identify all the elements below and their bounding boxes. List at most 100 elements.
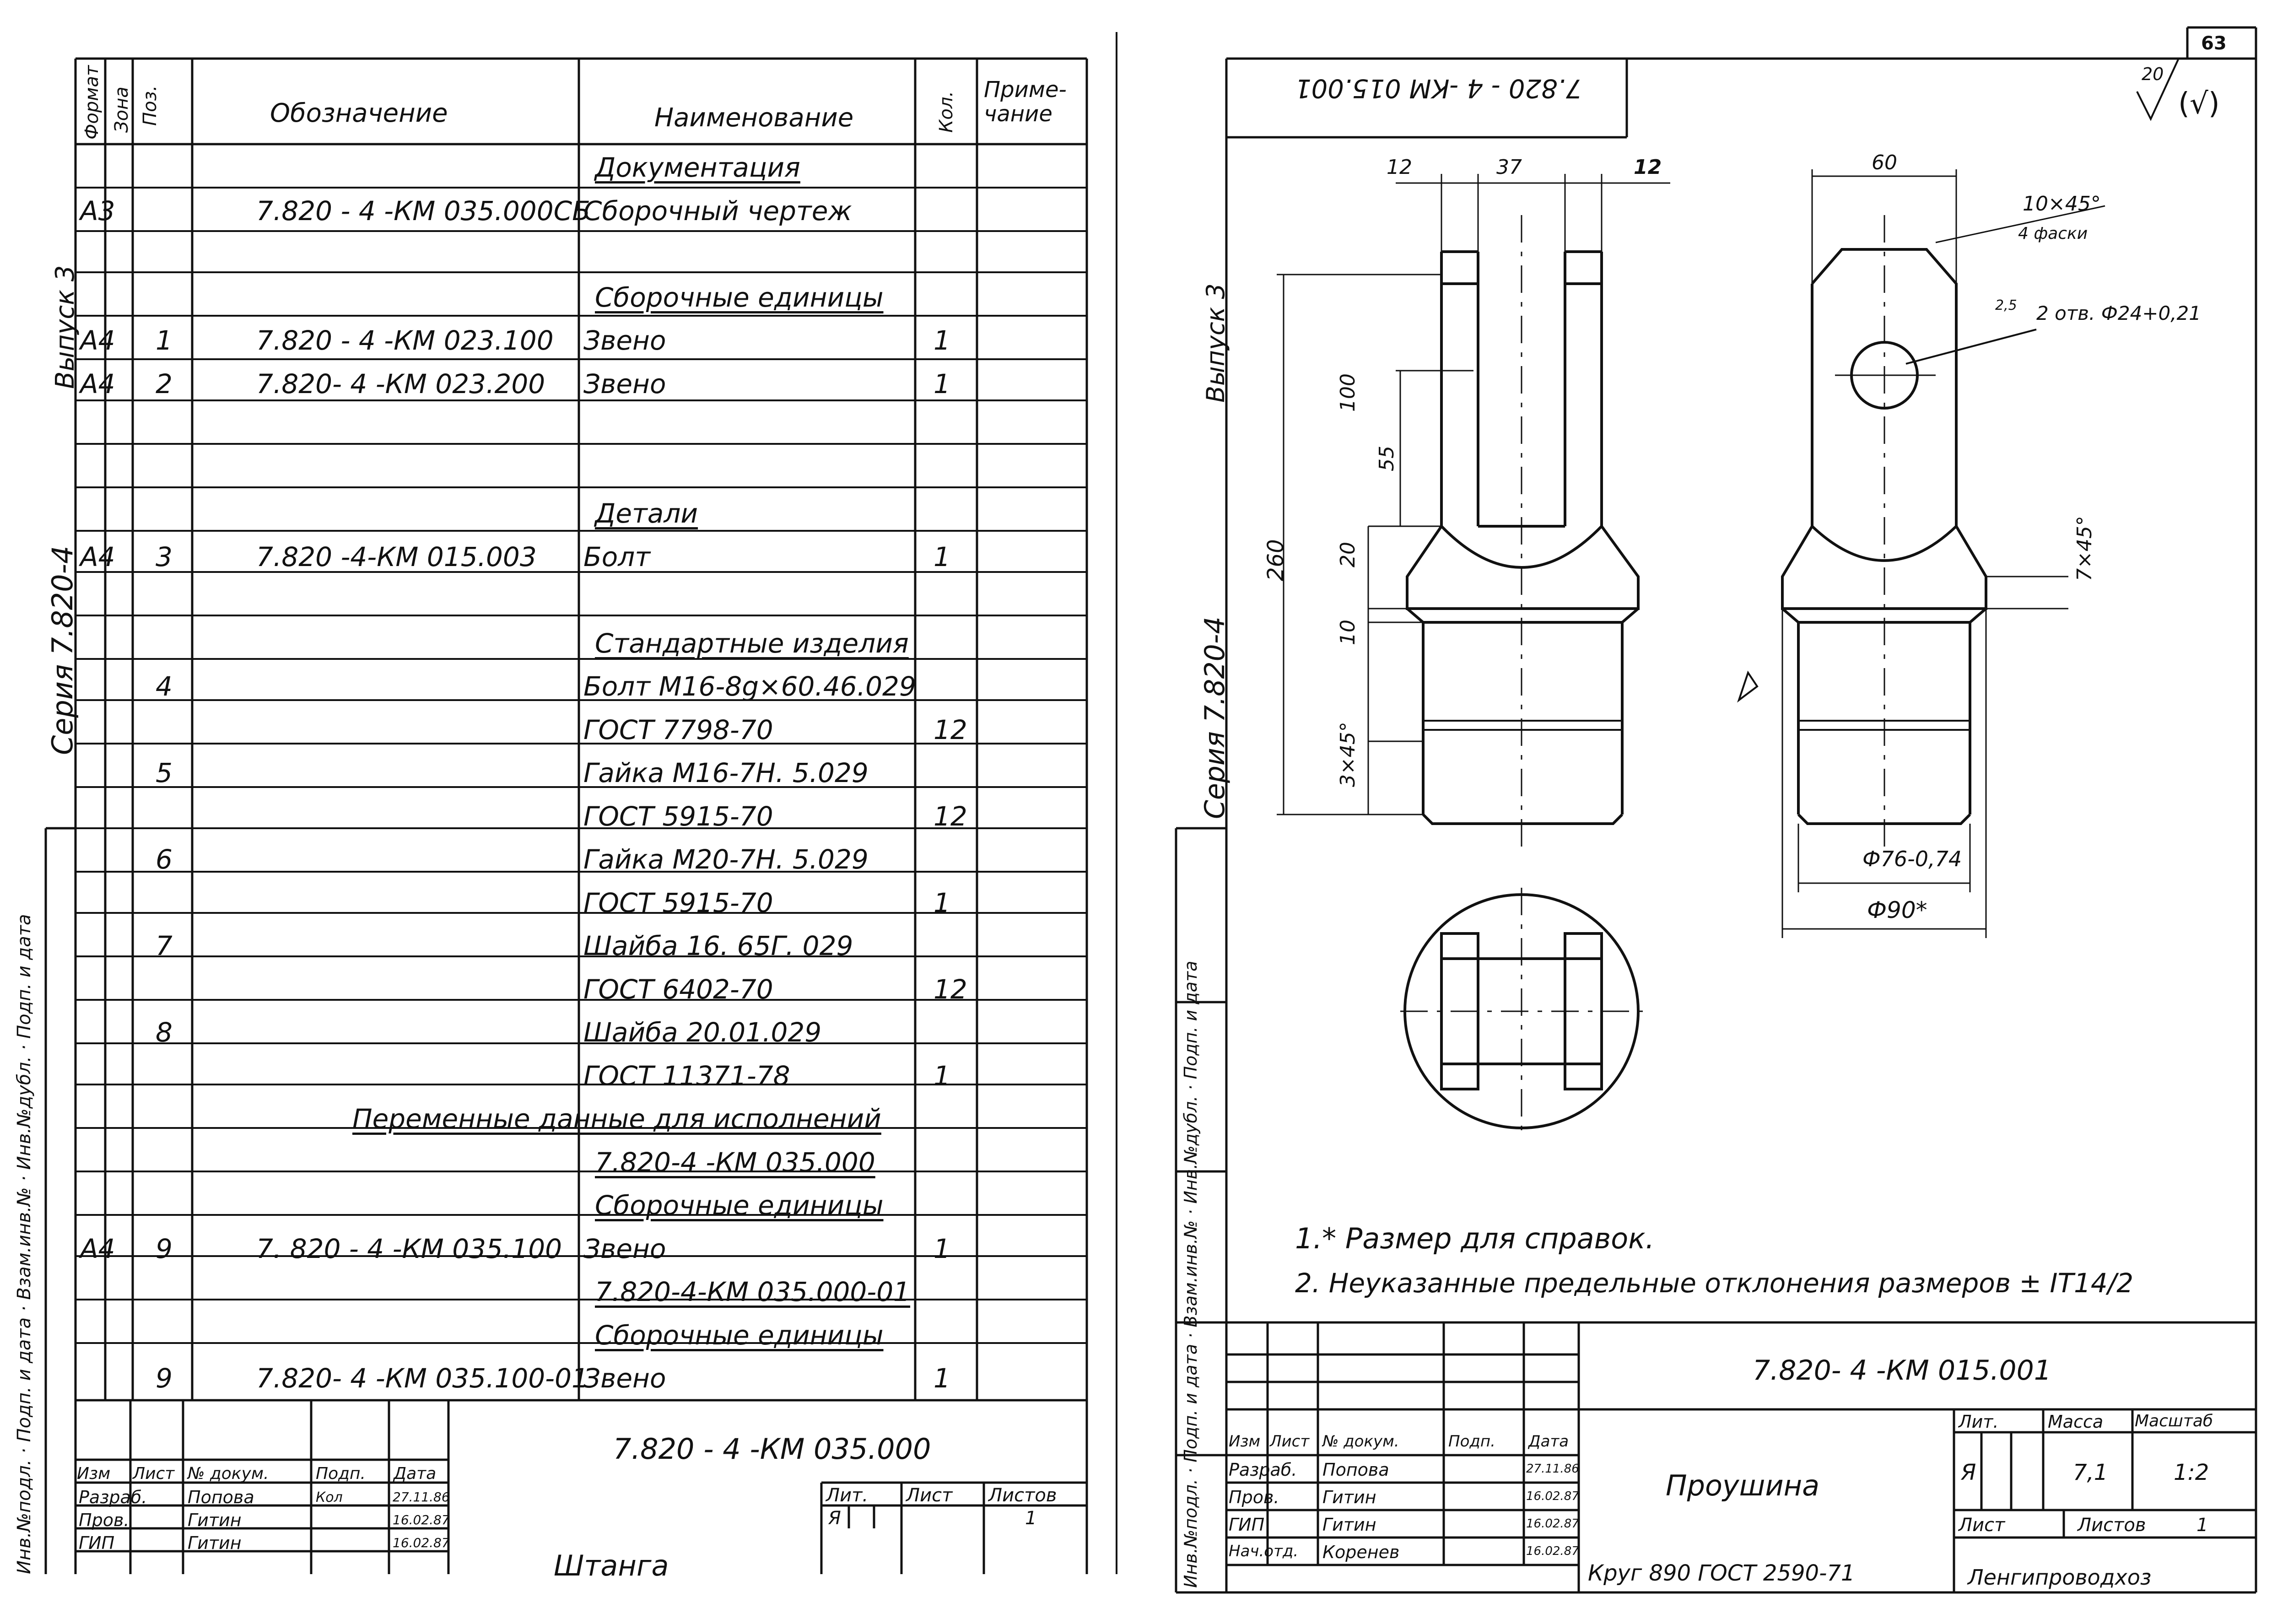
left-lit-label: Лит. <box>826 1485 869 1506</box>
left-doc-code: 7.820 - 4 -КМ 035.000 <box>613 1432 931 1466</box>
right-sheets-label: Листов <box>2078 1515 2146 1536</box>
dim-3x45: 3×45° <box>1336 722 1360 787</box>
right-doc-code: 7.820- 4 -КМ 015.001 <box>1753 1354 2051 1387</box>
left-col-izm: Изм <box>77 1464 111 1483</box>
left-date-0: 27.11.86 <box>393 1489 450 1505</box>
row-name: Шайба 16. 65Г. 029 <box>583 930 853 961</box>
left-col-doc: № докум. <box>188 1464 269 1483</box>
row-position: 9 <box>156 1363 173 1394</box>
right-scale-label: Масштаб <box>2135 1412 2213 1430</box>
dim-37: 37 <box>1496 156 1522 179</box>
row-name: Гайка М20-7Н. 5.029 <box>583 844 869 875</box>
row-name: ГОСТ 5915-70 <box>583 800 773 832</box>
row-quantity: 1 <box>934 1363 950 1394</box>
right-col-list: Лист <box>1270 1432 1310 1451</box>
right-role-2: ГИП <box>1229 1515 1265 1535</box>
row-designation: 7.820- 4 -КМ 035.100-01 <box>256 1363 588 1394</box>
left-date-1: 16.02.87 <box>393 1512 450 1527</box>
right-col-doc: № докум. <box>1322 1432 1399 1451</box>
row-quantity: 1 <box>934 541 950 572</box>
right-date-2: 16.02.87 <box>1526 1517 1579 1531</box>
right-sheets-value: 1 <box>2196 1515 2208 1536</box>
header-note: Приме-чание <box>984 77 1067 127</box>
left-stamp-column: Инв.№подл. · Подп. и дата · Взам.инв.№ ·… <box>14 914 35 1574</box>
dim-55: 55 <box>1375 446 1398 471</box>
row-format: А4 <box>80 368 115 399</box>
dim-12b: 12 <box>1634 156 1662 179</box>
row-quantity: 1 <box>934 1060 950 1091</box>
right-col-izm: Изм <box>1229 1432 1261 1451</box>
right-col-sign: Подп. <box>1448 1432 1495 1451</box>
part-front-view <box>1406 215 1640 847</box>
row-name: ГОСТ 6402-70 <box>583 973 773 1005</box>
right-date-3: 16.02.87 <box>1526 1544 1579 1558</box>
row-name: Сборочные единицы <box>595 281 884 313</box>
roughness-bracket-icon: (√) <box>2178 87 2220 121</box>
part-section-view <box>1400 888 1643 1139</box>
row-name: Звено <box>583 1363 666 1394</box>
row-position: 2 <box>156 368 173 399</box>
row-position: 8 <box>156 1017 173 1048</box>
left-series-label: Серия 7.820-4 <box>46 545 79 755</box>
row-quantity: 1 <box>934 368 950 399</box>
roughness-value: 20 <box>2142 64 2164 84</box>
row-position: 7 <box>156 930 173 961</box>
dim-60: 60 <box>1872 151 1897 174</box>
right-lit-value: Я <box>1961 1460 1976 1485</box>
row-position: 9 <box>156 1233 173 1264</box>
header-pos: Поз. <box>140 85 161 126</box>
left-col-list: Лист <box>133 1464 175 1483</box>
row-format: А4 <box>80 1233 115 1264</box>
dim-90: Ф90* <box>1867 897 1927 923</box>
right-issue-label: Выпуск 3 <box>1201 283 1230 403</box>
row-name: ГОСТ 7798-70 <box>583 714 773 745</box>
left-role-1: Пров. <box>79 1510 130 1530</box>
header-qty: Кол. <box>936 91 957 133</box>
row-position: 1 <box>156 325 173 356</box>
row-designation: 7.820 - 4 -КМ 023.100 <box>256 325 554 356</box>
row-name: Звено <box>583 325 666 356</box>
right-name-0: Попова <box>1322 1460 1389 1480</box>
row-name: ГОСТ 11371-78 <box>583 1060 790 1091</box>
row-format: А3 <box>80 195 115 227</box>
dim-100: 100 <box>1336 373 1360 412</box>
row-quantity: 1 <box>934 325 950 356</box>
header-name: Наименование <box>654 103 854 133</box>
row-name: Сборочные единицы <box>595 1319 884 1351</box>
row-name: ГОСТ 5915-70 <box>583 887 773 918</box>
right-mass-label: Масса <box>2048 1412 2104 1432</box>
right-name-1: Гитин <box>1322 1487 1376 1507</box>
row-quantity: 12 <box>934 800 967 832</box>
row-format: А4 <box>80 325 115 356</box>
row-designation: 7.820- 4 -КМ 023.200 <box>256 368 545 399</box>
right-scale-value: 1:2 <box>2174 1460 2209 1485</box>
left-sheets-label: Листов <box>988 1485 1057 1506</box>
right-date-1: 16.02.87 <box>1526 1489 1579 1503</box>
left-role-2: ГИП <box>79 1533 115 1553</box>
right-name-3: Коренев <box>1322 1542 1400 1562</box>
dim-20: 20 <box>1336 542 1360 567</box>
row-name: Звено <box>583 368 666 399</box>
right-stamp-column: Инв.№подл. · Подп. и дата · Взам.инв.№ ·… <box>1181 960 1201 1588</box>
row-position: 5 <box>156 757 173 788</box>
row-format: А4 <box>80 541 115 572</box>
right-lit-label: Лит. <box>1959 1412 1999 1432</box>
row-name: Гайка М16-7Н. 5.029 <box>583 757 869 788</box>
right-org: Ленгипроводхоз <box>1968 1565 2152 1590</box>
row-name: Болт М16-8g×60.46.029 <box>583 671 916 702</box>
note-1: 1.* Размер для справок. <box>1295 1222 1655 1255</box>
left-doc-title: Штанга <box>554 1549 669 1582</box>
dim-10x45: 10×45° <box>2023 192 2101 216</box>
row-name: 7.820-4 -КМ 035.000 <box>595 1146 875 1178</box>
left-sign-0: Кол <box>316 1489 343 1505</box>
row-name: Детали <box>595 498 698 529</box>
row-name: Переменные данные для исполнений <box>352 1103 881 1134</box>
right-date-0: 27.11.86 <box>1526 1462 1579 1476</box>
right-series-label: Серия 7.820-4 <box>1199 616 1231 819</box>
header-zone: Зона <box>111 86 132 133</box>
left-role-0: Разраб. <box>79 1487 147 1507</box>
row-quantity: 1 <box>934 1233 950 1264</box>
left-name-1: Гитин <box>188 1510 242 1530</box>
dim-2-5: 2,5 <box>1995 297 2017 313</box>
dim-chamfers: 4 фаски <box>2018 224 2088 243</box>
